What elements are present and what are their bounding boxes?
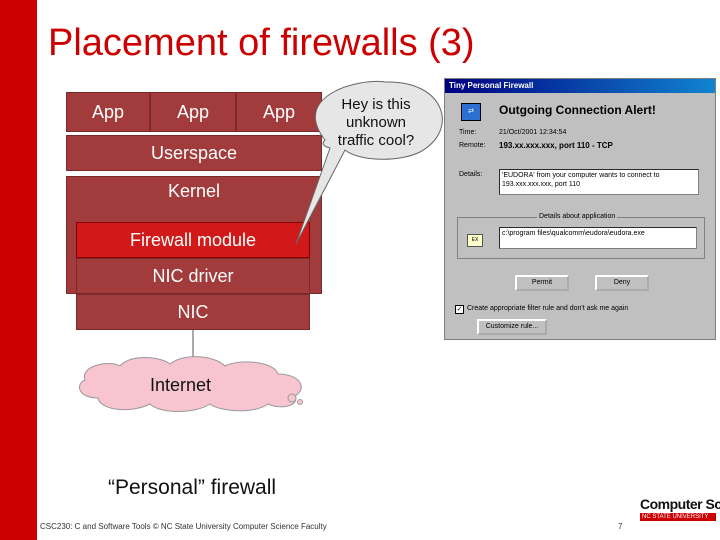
logo-line-1: Computer Science bbox=[640, 497, 716, 511]
deny-button[interactable]: Deny bbox=[595, 275, 649, 291]
time-value: 21/Oct/2001 12:34:54 bbox=[499, 129, 566, 136]
customize-rule-button[interactable]: Customize rule... bbox=[477, 319, 547, 335]
details-textbox[interactable]: 'EUDORA' from your computer wants to con… bbox=[499, 169, 699, 195]
cloud-puff bbox=[298, 400, 303, 405]
permit-button[interactable]: Permit bbox=[515, 275, 569, 291]
internet-label: Internet bbox=[150, 375, 211, 396]
filter-rule-checkbox[interactable]: ✓ bbox=[455, 305, 464, 314]
cloud-puff bbox=[288, 394, 296, 402]
dialog-titlebar: Tiny Personal Firewall bbox=[445, 79, 715, 93]
logo-line-2: NC STATE UNIVERSITY bbox=[640, 513, 716, 521]
app-details-group-label: Details about application bbox=[537, 213, 617, 220]
app-path-textbox[interactable]: c:\program files\qualcomm\eudora\eudora.… bbox=[499, 227, 697, 249]
eudora-app-icon: EX bbox=[467, 234, 483, 247]
details-label: Details: bbox=[459, 171, 482, 178]
remote-value: 193.xx.xxx.xxx, port 110 - TCP bbox=[499, 141, 613, 150]
firewall-alert-dialog: Tiny Personal Firewall ⇄ Outgoing Connec… bbox=[444, 78, 716, 340]
time-label: Time: bbox=[459, 129, 476, 136]
slide-footer: CSC230: C and Software Tools © NC State … bbox=[40, 522, 327, 531]
cs-logo: Computer Science NC STATE UNIVERSITY bbox=[640, 497, 716, 521]
filter-rule-checkbox-label: Create appropriate filter rule and don't… bbox=[467, 305, 628, 312]
remote-label: Remote: bbox=[459, 142, 485, 149]
page-number: 7 bbox=[618, 522, 622, 531]
bubble-text: Hey is this unknown traffic cool? bbox=[326, 96, 426, 150]
slide-caption: “Personal” firewall bbox=[108, 476, 276, 500]
alert-title: Outgoing Connection Alert! bbox=[499, 103, 656, 117]
network-icon: ⇄ bbox=[461, 103, 481, 121]
